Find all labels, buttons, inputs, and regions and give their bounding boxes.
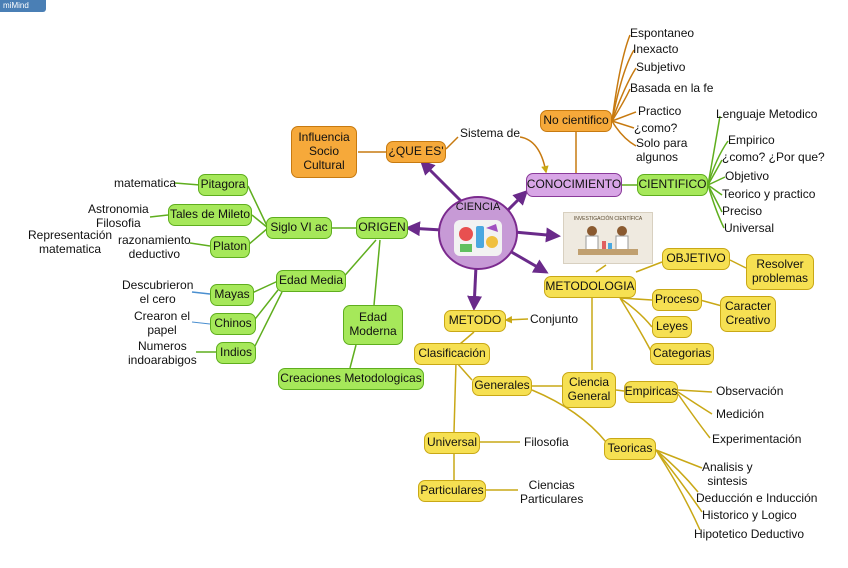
- pitagora-node[interactable]: Pitagora: [198, 174, 248, 196]
- edad-moderna-node[interactable]: Edad Moderna: [343, 305, 403, 345]
- preciso-label: Preciso: [722, 204, 763, 218]
- research-image: INVESTIGACIÓN CIENTÍFICA: [563, 212, 653, 264]
- app-badge: miMind: [0, 0, 46, 12]
- clasificacion-node[interactable]: Clasificación: [414, 343, 490, 365]
- sistema-de-label: Sistema de: [460, 126, 521, 140]
- analisis-label: Analisis y sintesis: [702, 460, 753, 488]
- teorico-label: Teorico y practico: [722, 187, 816, 201]
- espontaneo-label: Espontaneo: [630, 26, 695, 40]
- platon-node[interactable]: Platon: [210, 236, 250, 258]
- filosofia-label: Filosofia: [524, 435, 569, 449]
- ciencias-particulares-label: Ciencias Particulares: [520, 478, 584, 506]
- que-es-node[interactable]: ¿QUE ES': [386, 141, 446, 163]
- descubrieron-label: Descubrieron el cero: [122, 278, 194, 306]
- creaciones-node[interactable]: Creaciones Metodologicas: [278, 368, 424, 390]
- edad-media-node[interactable]: Edad Media: [276, 270, 346, 292]
- mayas-node[interactable]: Mayas: [210, 284, 254, 306]
- hipotetico-label: Hipotetico Deductivo: [694, 527, 805, 541]
- matematica-label: matematica: [114, 176, 177, 190]
- center-node-ciencia[interactable]: CIENCIA: [438, 196, 518, 270]
- origen-node[interactable]: ORIGEN: [356, 217, 408, 239]
- universal-node[interactable]: Universal: [424, 432, 480, 454]
- astronomia-label: Astronomia Filosofia: [88, 202, 149, 230]
- science-illustration: [454, 220, 502, 256]
- razonamiento-label: razonamiento deductivo: [118, 233, 191, 261]
- universal-cient-label: Universal: [724, 221, 775, 235]
- no-cientifico-node[interactable]: No cientifico: [540, 110, 612, 132]
- metodo-node[interactable]: METODO: [444, 310, 506, 332]
- indios-node[interactable]: Indios: [216, 342, 256, 364]
- empirico-label: Empirico: [728, 133, 775, 147]
- experimentacion-label: Experimentación: [712, 432, 802, 446]
- scientists-illustration: [578, 226, 638, 255]
- objetivo-cient-label: Objetivo: [725, 169, 770, 183]
- link-center-metodologia: [507, 248, 549, 274]
- crearon-label: Crearon el papel: [134, 309, 191, 337]
- link-center-origen: [405, 221, 443, 237]
- siglo-node[interactable]: Siglo VI ac: [266, 217, 332, 239]
- particulares-node[interactable]: Particulares: [418, 480, 486, 502]
- link-center-image: [513, 227, 561, 243]
- metodologia-node[interactable]: METODOLOGIA: [544, 276, 636, 298]
- solo-label: Solo para algunos: [636, 136, 688, 164]
- chinos-node[interactable]: Chinos: [210, 313, 256, 335]
- numeros-label: Numeros indoarabigos: [128, 339, 197, 367]
- caracter-node[interactable]: Caracter Creativo: [720, 296, 776, 332]
- resolver-node[interactable]: Resolver problemas: [746, 254, 814, 290]
- objetivo-node[interactable]: OBJETIVO: [662, 248, 730, 270]
- link-center-metodo: [467, 265, 483, 311]
- influencia-node[interactable]: Influencia Socio Cultural: [291, 126, 357, 178]
- inexacto-label: Inexacto: [633, 42, 679, 56]
- subjetivo-label: Subjetivo: [636, 60, 686, 74]
- tales-node[interactable]: Tales de Mileto: [168, 204, 252, 226]
- observacion-label: Observación: [716, 384, 784, 398]
- representacion-label: Representación matematica: [28, 228, 113, 256]
- link-center-conocimiento: [506, 189, 529, 212]
- center-label: CIENCIA: [455, 201, 501, 213]
- teoricas-node[interactable]: Teoricas: [604, 438, 656, 460]
- link-center-queses: [419, 159, 464, 204]
- cientifico-node[interactable]: CIENTIFICO: [637, 174, 708, 196]
- historico-label: Historico y Logico: [702, 508, 797, 522]
- deduccion-label: Deducción e Inducción: [696, 491, 818, 505]
- como-por-que-label: ¿como? ¿Por que?: [722, 150, 825, 164]
- conjunto-label: Conjunto: [530, 312, 579, 326]
- image-caption: INVESTIGACIÓN CIENTÍFICA: [573, 216, 643, 222]
- generales-node[interactable]: Generales: [472, 376, 532, 396]
- como-label: ¿como?: [634, 121, 678, 135]
- medicion-label: Medición: [716, 407, 765, 421]
- categorias-node[interactable]: Categorias: [650, 343, 714, 365]
- practico-label: Practico: [638, 104, 682, 118]
- ciencia-general-node[interactable]: Ciencia General: [562, 372, 616, 408]
- empiricas-node[interactable]: Empiricas: [624, 381, 678, 403]
- conocimiento-node[interactable]: CONOCIMIENTO: [526, 173, 622, 197]
- lenguaje-label: Lenguaje Metodico: [716, 107, 818, 121]
- basada-label: Basada en la fe: [630, 81, 714, 95]
- leyes-node[interactable]: Leyes: [652, 316, 692, 338]
- proceso-node[interactable]: Proceso: [652, 289, 702, 311]
